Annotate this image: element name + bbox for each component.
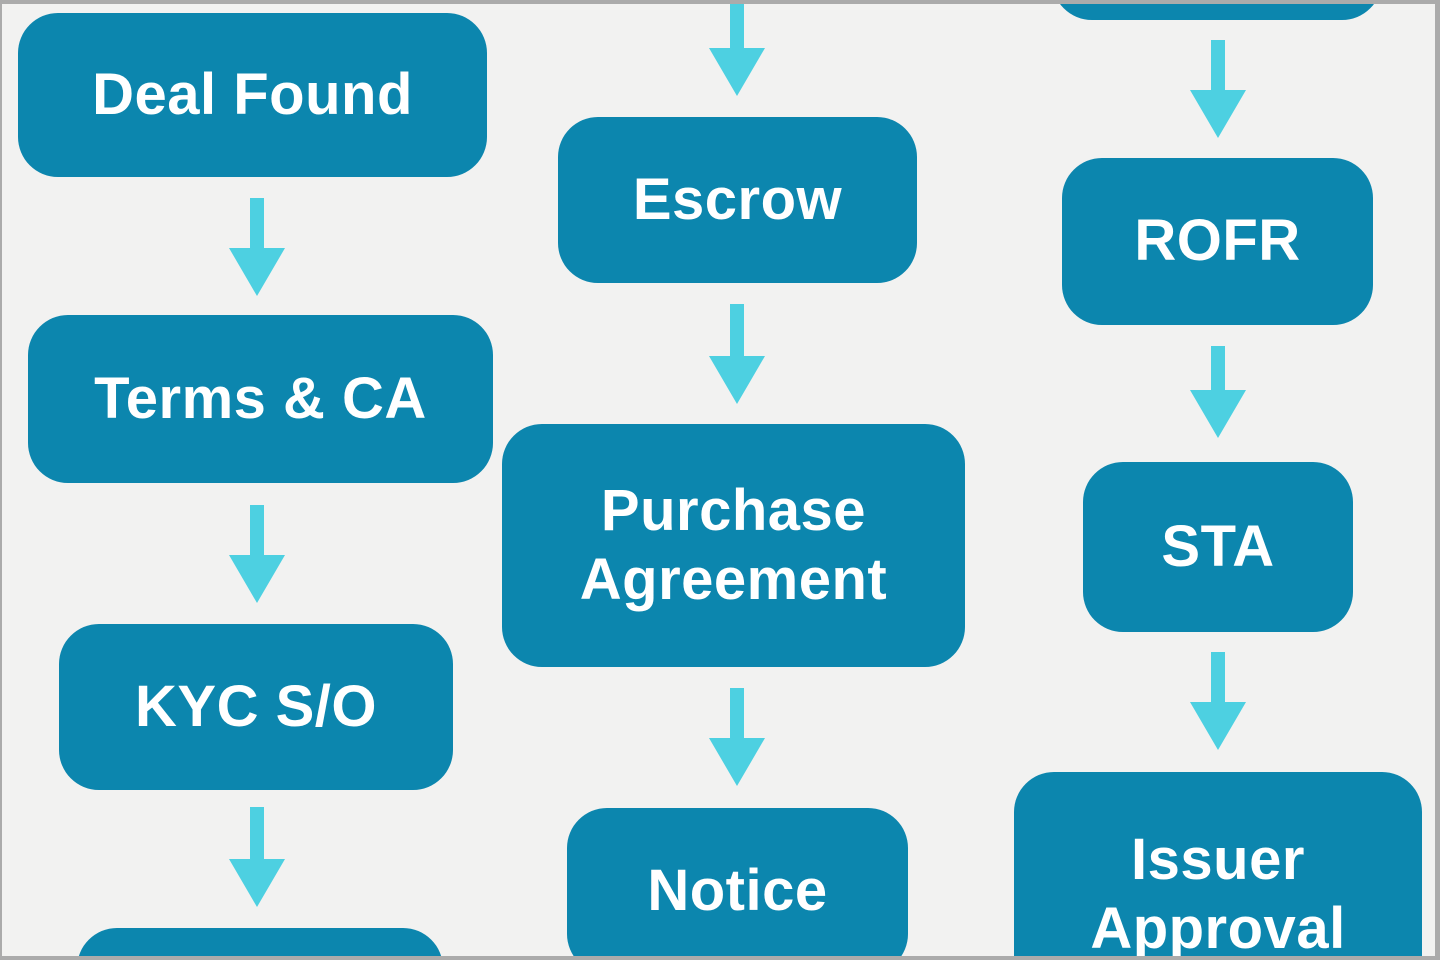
arrow-head bbox=[709, 738, 765, 786]
node-issuer-approval: Issuer Approval bbox=[1014, 772, 1422, 960]
node-deal-found-label: Deal Found bbox=[92, 61, 413, 127]
node-cropped-bottom-left bbox=[77, 928, 443, 960]
node-purchase-agreement-label: Purchase Agreement bbox=[579, 478, 888, 612]
arrow-head bbox=[229, 859, 285, 907]
arrow-stem bbox=[730, 2, 744, 48]
node-notice: Notice bbox=[567, 808, 908, 960]
node-cropped-top-right bbox=[1052, 0, 1382, 20]
arrow-stem bbox=[1211, 652, 1225, 702]
arrow-stem bbox=[250, 505, 264, 555]
node-escrow: Escrow bbox=[558, 117, 917, 283]
arrow-down-icon bbox=[709, 688, 765, 786]
arrow-down-icon bbox=[1190, 346, 1246, 438]
node-terms-ca-label: Terms & CA bbox=[94, 365, 427, 431]
node-purchase-agreement: Purchase Agreement bbox=[502, 424, 965, 667]
arrow-down-icon bbox=[709, 304, 765, 404]
arrow-down-icon bbox=[1190, 40, 1246, 138]
arrow-stem bbox=[730, 688, 744, 738]
arrow-stem bbox=[730, 304, 744, 356]
node-kyc-so-label: KYC S/O bbox=[135, 673, 377, 739]
arrow-head bbox=[709, 48, 765, 96]
node-terms-ca: Terms & CA bbox=[28, 315, 493, 483]
arrow-head bbox=[229, 248, 285, 296]
node-escrow-label: Escrow bbox=[632, 166, 843, 232]
arrow-stem bbox=[250, 807, 264, 859]
arrow-head bbox=[1190, 390, 1246, 438]
node-rofr: ROFR bbox=[1062, 158, 1373, 325]
node-sta-label: STA bbox=[1161, 513, 1275, 579]
arrow-head bbox=[1190, 702, 1246, 750]
node-rofr-label: ROFR bbox=[1134, 208, 1301, 274]
arrow-down-icon bbox=[1190, 652, 1246, 750]
arrow-stem bbox=[250, 198, 264, 248]
arrow-head bbox=[1190, 90, 1246, 138]
arrow-down-icon bbox=[709, 2, 765, 96]
arrow-head bbox=[229, 555, 285, 603]
arrow-down-icon bbox=[229, 807, 285, 907]
node-issuer-approval-label: Issuer Approval bbox=[1090, 827, 1346, 960]
arrow-stem bbox=[1211, 40, 1225, 90]
arrow-head bbox=[709, 356, 765, 404]
node-sta: STA bbox=[1083, 462, 1353, 632]
arrow-down-icon bbox=[229, 505, 285, 603]
node-deal-found: Deal Found bbox=[18, 13, 487, 177]
node-kyc-so: KYC S/O bbox=[59, 624, 453, 790]
arrow-stem bbox=[1211, 346, 1225, 390]
arrow-down-icon bbox=[229, 198, 285, 296]
node-notice-label: Notice bbox=[647, 857, 828, 923]
